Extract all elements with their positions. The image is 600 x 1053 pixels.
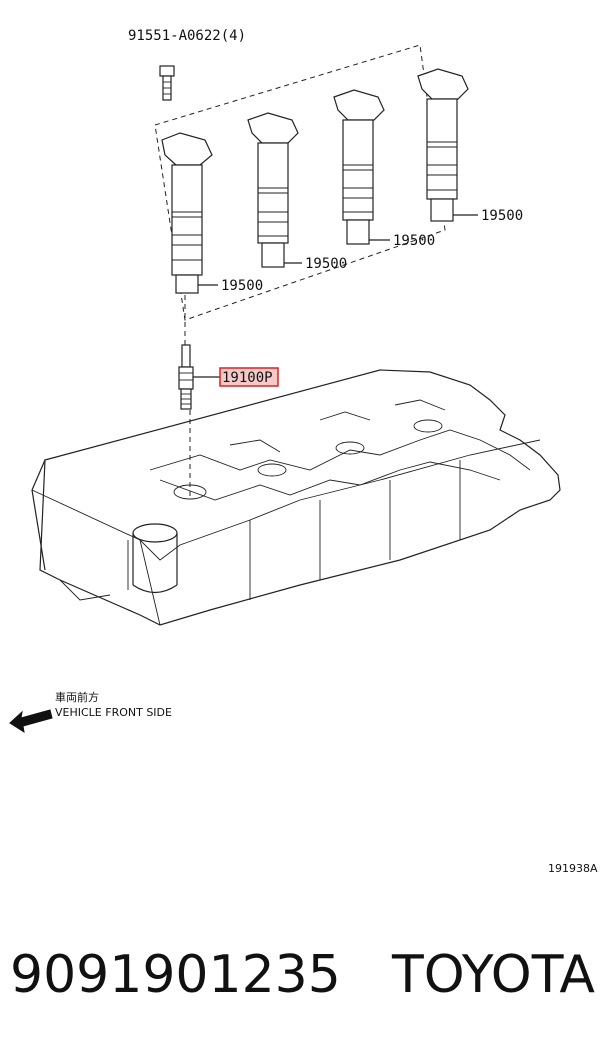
diagram-id-label: 191938A	[548, 862, 598, 875]
ignition-coil-4	[417, 68, 469, 222]
product-caption: 9091901235 TOYOTA	[10, 935, 595, 1015]
coil-part-label-3: 19500	[393, 233, 435, 249]
cylinder-head-cover	[31, 369, 561, 626]
spark-plug-drawing	[178, 344, 194, 410]
spark-plug-label-highlight	[219, 367, 279, 387]
coil-part-label-2: 19500	[305, 256, 347, 272]
part-number: 9091901235	[10, 945, 341, 1005]
spark-plug-part-label: 19100P	[222, 370, 273, 386]
bolt-drawing	[159, 65, 175, 101]
front-side-label-en: VEHICLE FRONT SIDE	[55, 706, 172, 719]
vehicle-front-arrow-icon	[9, 709, 53, 734]
ignition-coil-1	[161, 132, 213, 294]
coil-part-label-4: 19500	[481, 208, 523, 224]
ignition-coil-2	[247, 112, 299, 268]
coil-part-label-1: 19500	[221, 278, 263, 294]
bolt-part-label: 91551-A0622(4)	[128, 28, 246, 44]
front-side-label-jp: 車両前方	[55, 690, 99, 704]
brand-name: TOYOTA	[392, 945, 595, 1005]
ignition-coil-3	[333, 89, 385, 245]
parts-diagram: 91551-A0622(4) 19500 19500 19500 19500 1…	[9, 28, 598, 875]
